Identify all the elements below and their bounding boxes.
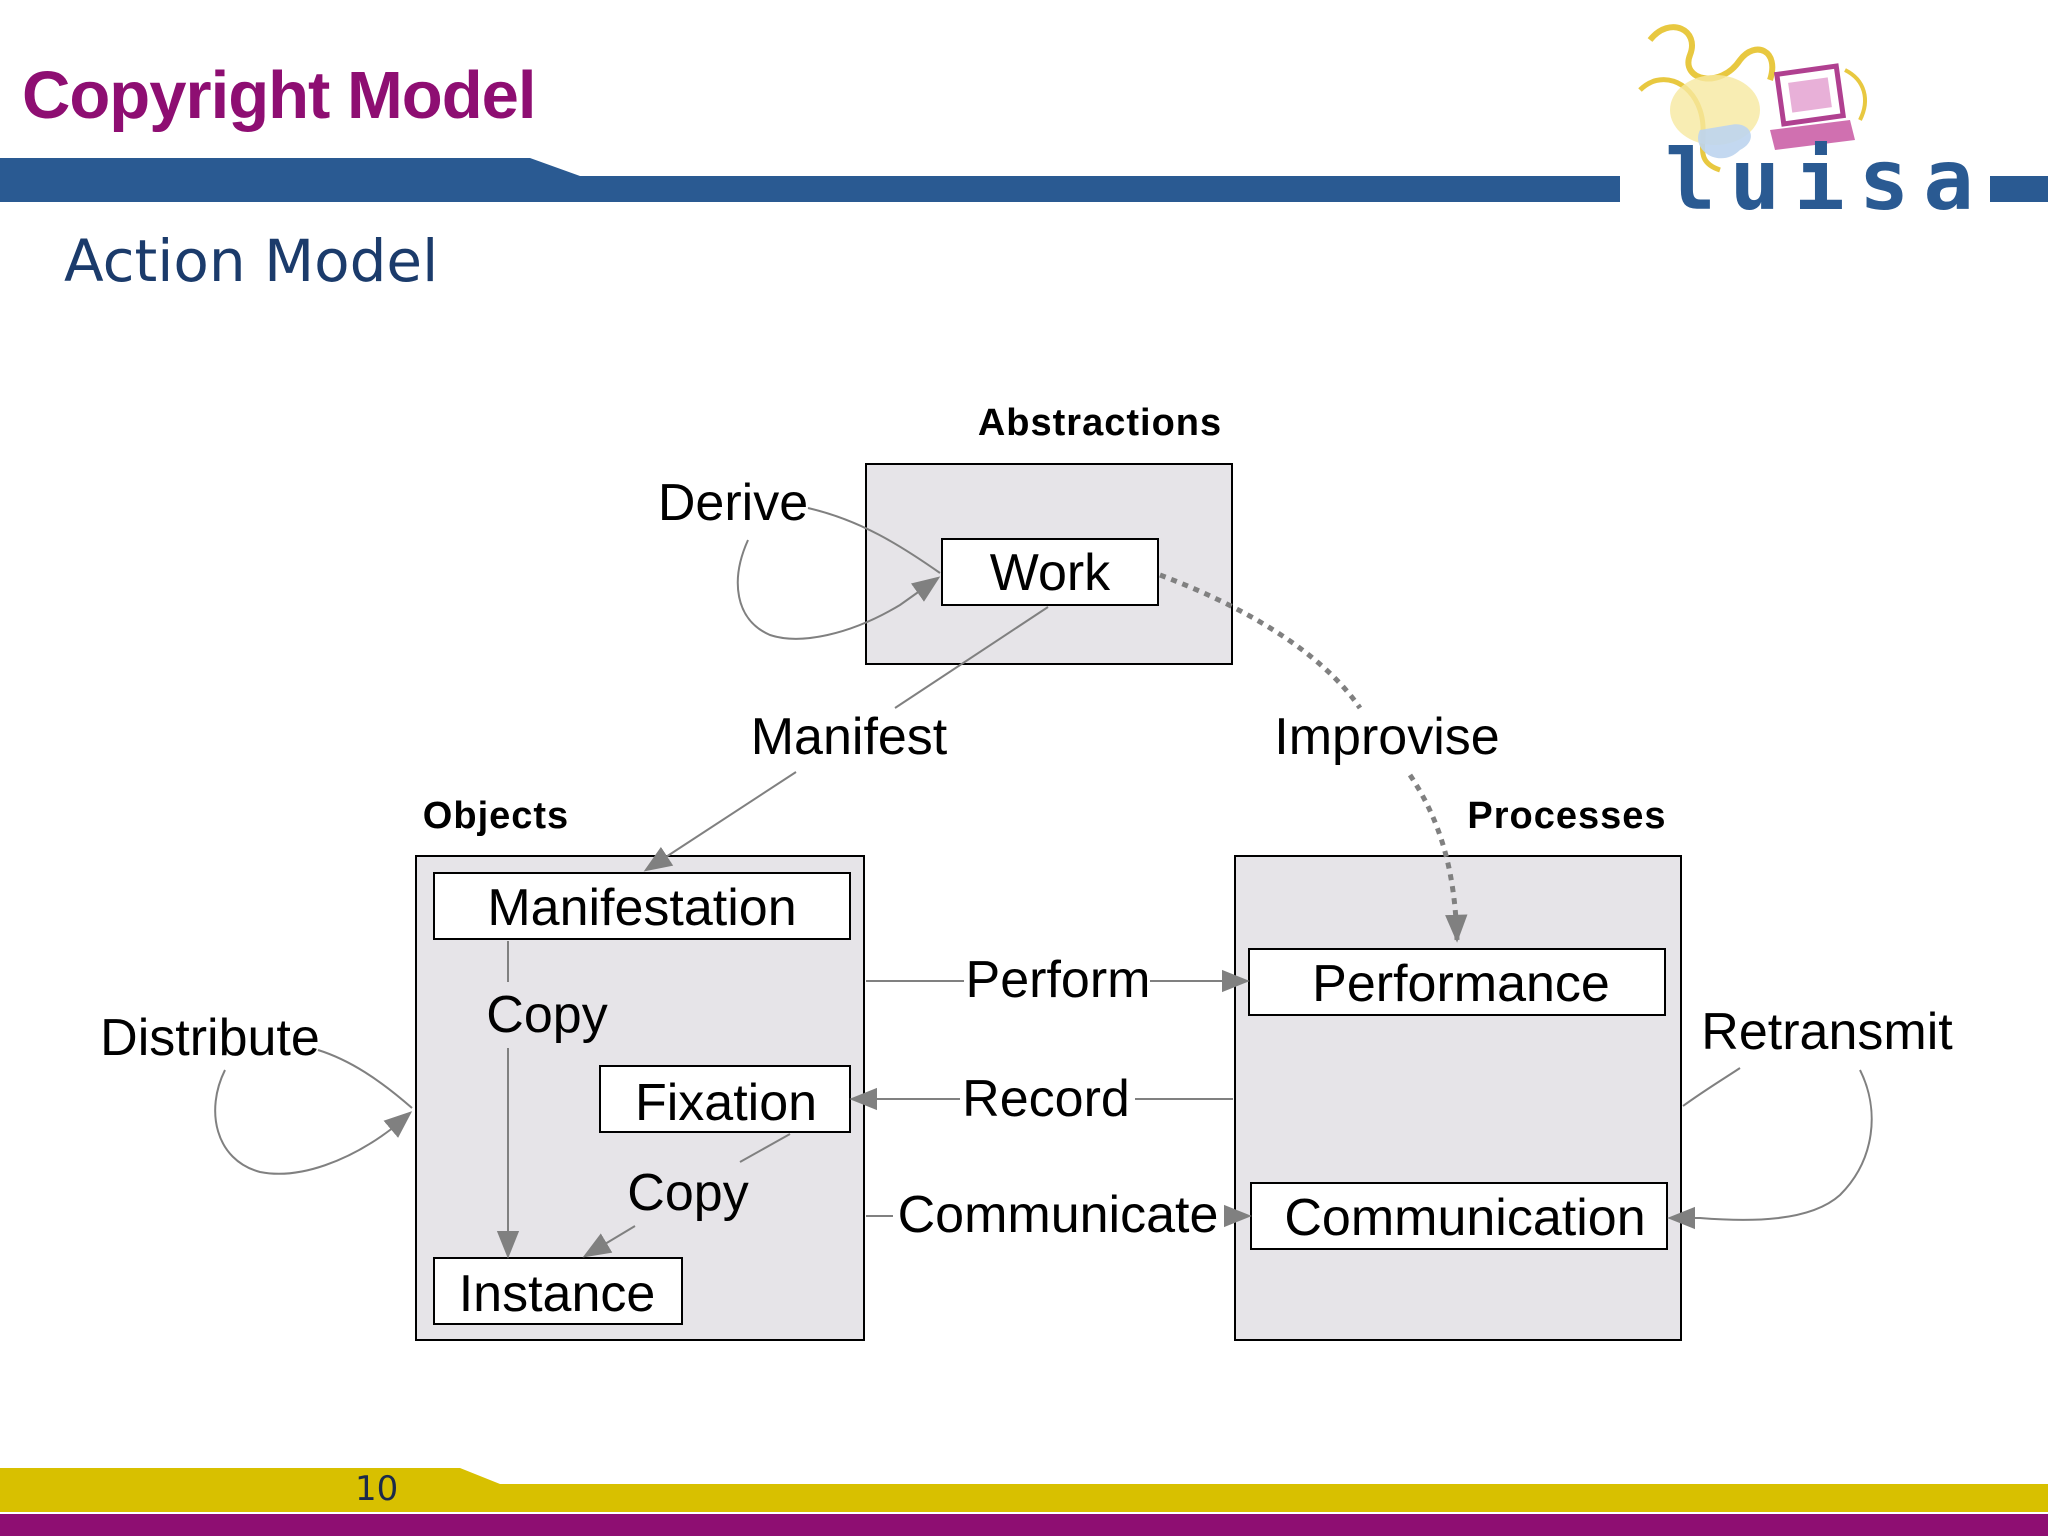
objects-title: Objects xyxy=(423,795,569,837)
manifestation-label: Manifestation xyxy=(487,879,796,937)
instance-label: Instance xyxy=(459,1265,656,1323)
improvise-label: Improvise xyxy=(1274,708,1499,766)
manifest-edge-top xyxy=(894,606,1049,709)
communication-label: Communication xyxy=(1284,1189,1645,1247)
derive-edge-in xyxy=(736,539,941,640)
abstractions-title: Abstractions xyxy=(978,402,1222,444)
communication-node xyxy=(1250,1182,1668,1250)
logo-illustration xyxy=(1638,24,1867,173)
manifest-edge-bottom xyxy=(643,771,797,872)
top-bar xyxy=(0,158,1620,202)
retransmit-edge-out xyxy=(1682,1067,1741,1107)
improvise-edge-bottom xyxy=(1407,773,1468,943)
derive-edge-out xyxy=(807,507,941,574)
manifestation-node xyxy=(433,872,851,940)
distribute-edge-in xyxy=(214,1069,413,1175)
distribute-edge-out xyxy=(317,1049,413,1109)
processes-group xyxy=(1234,855,1682,1341)
record-label: Record xyxy=(962,1070,1130,1128)
bottom-bar-purple xyxy=(0,1514,2048,1536)
communicate-label: Communicate xyxy=(898,1186,1219,1244)
retransmit-label: Retransmit xyxy=(1701,1003,1953,1061)
page-number: 10 xyxy=(355,1469,399,1509)
processes-title: Processes xyxy=(1467,795,1666,837)
slide-subtitle: Action Model xyxy=(64,227,439,295)
copy-fixation-label: Copy xyxy=(627,1164,748,1222)
bottom-bar-yellow xyxy=(0,1468,2048,1512)
retransmit-edge-in xyxy=(1667,1069,1873,1230)
fixation-node xyxy=(599,1065,851,1133)
work-node xyxy=(941,538,1159,606)
copy-fixation-edge-bottom xyxy=(582,1225,636,1258)
copy-manifestation-label: Copy xyxy=(486,986,607,1044)
distribute-label: Distribute xyxy=(100,1009,320,1067)
work-label: Work xyxy=(990,544,1111,602)
performance-label: Performance xyxy=(1312,955,1610,1013)
manifest-label: Manifest xyxy=(751,708,948,766)
improvise-edge-top xyxy=(1159,572,1363,710)
copy-fixation-edge-top xyxy=(739,1133,791,1163)
perform-label: Perform xyxy=(966,951,1151,1009)
instance-node xyxy=(433,1257,683,1325)
logo-text: luisa xyxy=(1665,131,1988,229)
fixation-label: Fixation xyxy=(635,1074,817,1132)
derive-label: Derive xyxy=(658,474,808,532)
slide-title: Copyright Model xyxy=(22,58,537,133)
top-bar-end xyxy=(1990,176,2048,202)
